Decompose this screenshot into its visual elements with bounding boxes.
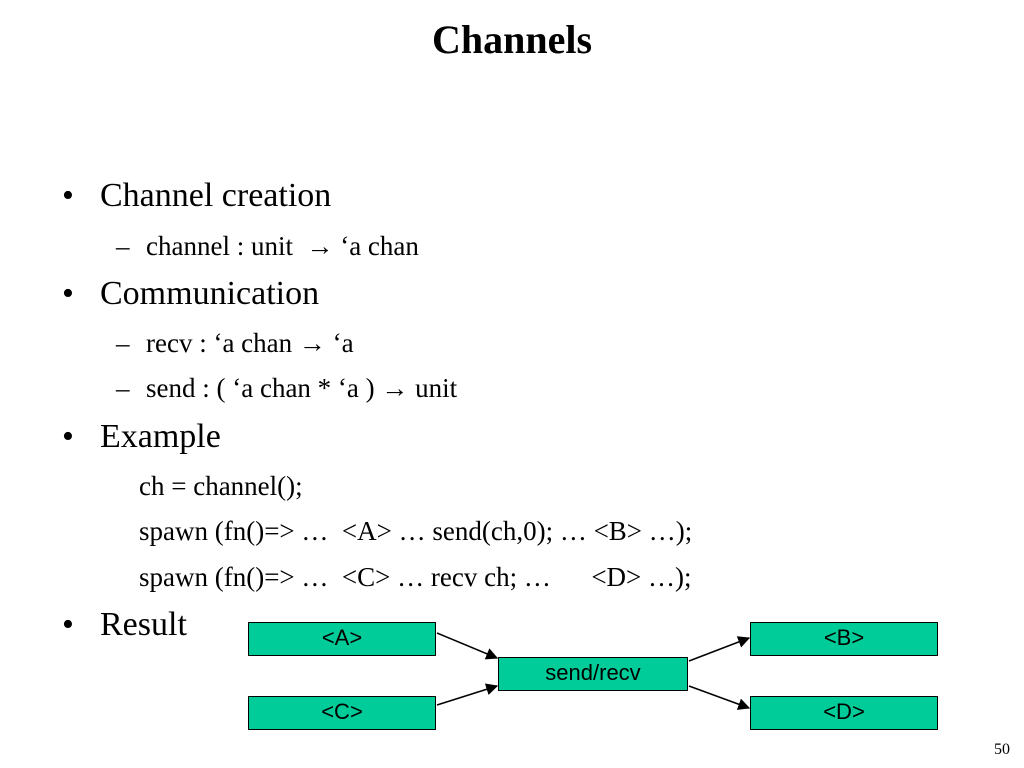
bullet-text: Channel creation: [100, 177, 332, 214]
dash-marker: –: [116, 328, 130, 358]
bullet-communication: • Communication: [62, 274, 319, 314]
bullet-text: Result: [100, 606, 187, 643]
bullet-channel-creation: • Channel creation: [62, 176, 331, 216]
bullet-marker: •: [62, 177, 74, 214]
sub-bullet-send-signature: –send : ( ‘a chan * ‘a ) → unit: [116, 371, 457, 405]
arrow-a-to-send-recv: [436, 632, 499, 660]
bullet-result: • Result: [62, 605, 187, 645]
box-d: <D>: [750, 696, 938, 730]
sub-bullet-channel-signature: –channel : unit → ‘a chan: [116, 229, 419, 263]
bullet-text: Communication: [100, 275, 320, 312]
bullet-marker: •: [62, 418, 74, 455]
dash-marker: –: [116, 373, 130, 403]
arrow-send-recv-to-d: [688, 685, 751, 710]
dash-marker: –: [116, 231, 130, 261]
bullet-marker: •: [62, 606, 74, 643]
box-a: <A>: [248, 622, 436, 656]
code-line-3: spawn (fn()=> … <C> … recv ch; … <D> …);: [139, 562, 692, 592]
bullet-example: • Example: [62, 417, 221, 457]
sub-bullet-text: send : ( ‘a chan * ‘a ) → unit: [146, 373, 458, 403]
bullet-marker: •: [62, 275, 74, 312]
bullet-text: Example: [100, 418, 221, 455]
box-c: <C>: [248, 696, 436, 730]
sub-bullet-text: recv : ‘a chan → ‘a: [146, 328, 354, 358]
code-line-1: ch = channel();: [139, 471, 303, 501]
box-send-recv: send/recv: [498, 657, 688, 691]
arrow-c-to-send-recv: [436, 683, 499, 706]
code-line-2: spawn (fn()=> … <A> … send(ch,0); … <B> …: [139, 516, 693, 546]
slide-title: Channels: [431, 17, 593, 62]
box-b: <B>: [750, 622, 938, 656]
sub-bullet-recv-signature: –recv : ‘a chan → ‘a: [116, 326, 354, 360]
arrow-send-recv-to-b: [688, 636, 751, 662]
sub-bullet-text: channel : unit → ‘a chan: [146, 231, 419, 261]
page-number: 50: [994, 741, 1010, 758]
